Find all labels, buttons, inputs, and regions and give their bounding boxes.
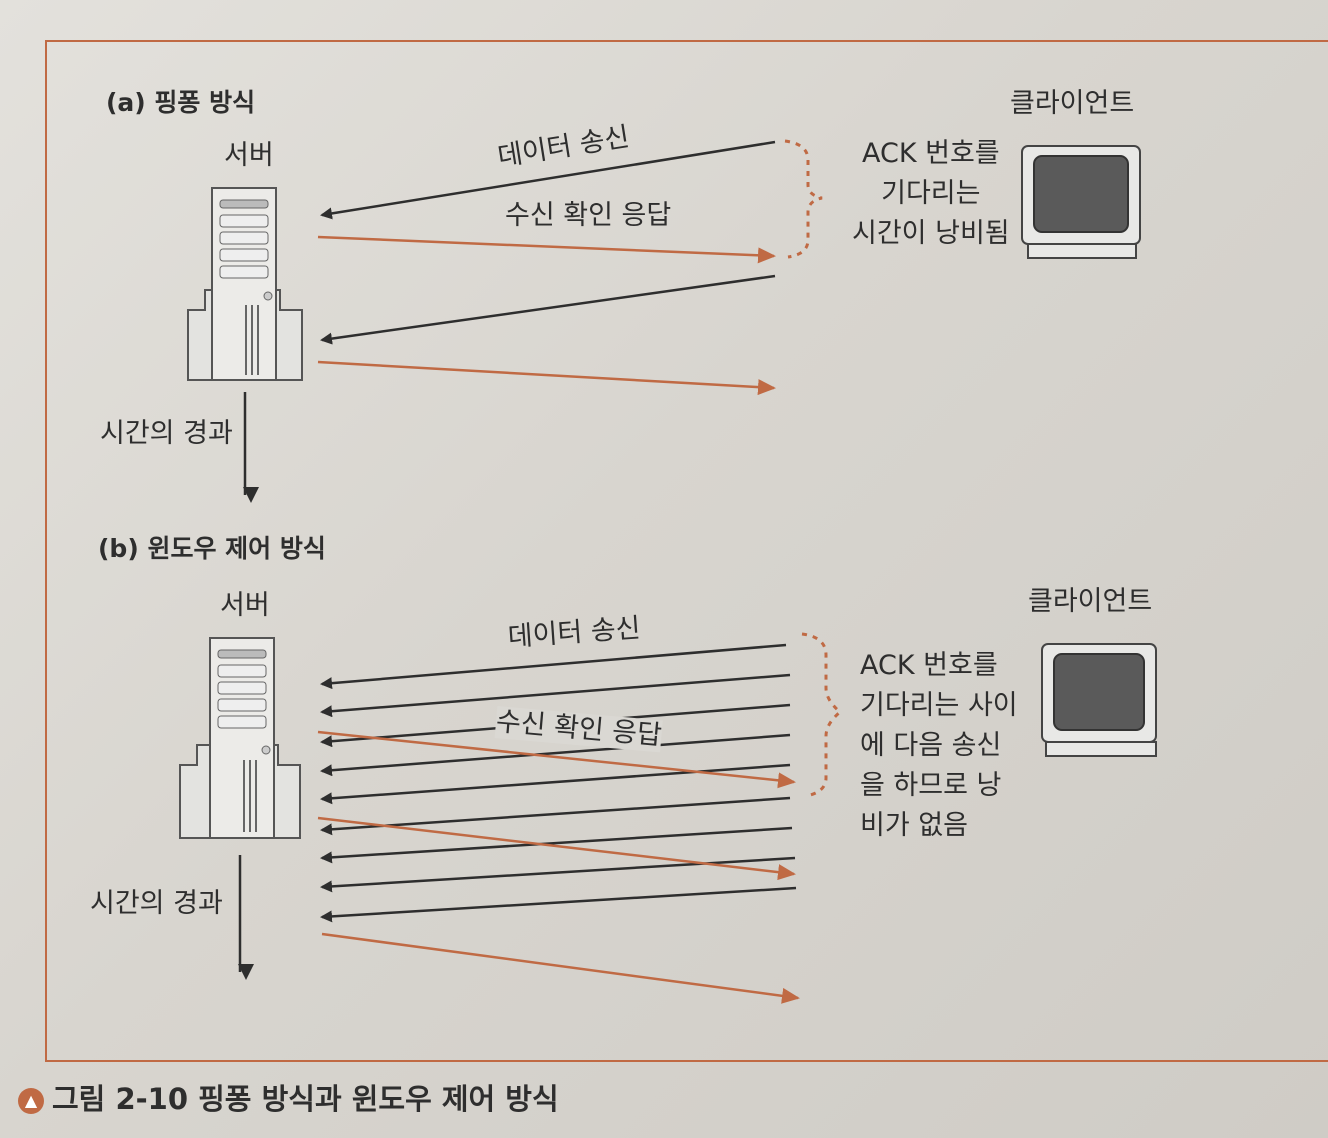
ack-label-a: 수신 확인 응답 <box>505 200 672 231</box>
wait-brace <box>801 632 843 798</box>
wait-brace <box>784 139 823 259</box>
note-b: ACK 번호를 기다리는 사이 에 다음 송신 을 하므로 낭 비가 없음 <box>860 646 1018 846</box>
data-send-arrow <box>320 673 791 718</box>
data-send-arrow <box>320 274 776 345</box>
note-b-line: 비가 없음 <box>860 810 968 841</box>
client-b-icon <box>1041 643 1157 757</box>
arrows-a <box>243 139 823 503</box>
caption-arrow-icon: ▲ <box>18 1088 44 1114</box>
time-label-b: 시간의 경과 <box>90 888 223 919</box>
data-send-arrow <box>320 886 797 923</box>
ack-arrow <box>317 730 796 789</box>
note-a-line: 시간이 낭비됨 <box>852 218 1010 249</box>
ack-arrow <box>321 932 800 1004</box>
client-b-label: 클라이언트 <box>1028 586 1153 617</box>
note-a: ACK 번호를 기다리는 시간이 낭비됨 <box>852 134 1010 254</box>
note-b-line: 기다리는 사이 <box>860 690 1018 721</box>
note-b-line: 에 다음 송신 <box>860 730 1002 761</box>
time-label-a: 시간의 경과 <box>100 418 233 449</box>
data-send-arrow <box>320 140 776 220</box>
data-send-arrow <box>320 763 791 805</box>
data-send-arrow <box>320 643 787 690</box>
section-b-title: (b) 윈도우 제어 방식 <box>98 534 326 563</box>
server-b-icon <box>179 637 301 839</box>
server-a-label: 서버 <box>224 140 274 171</box>
note-b-line: ACK 번호를 <box>860 650 998 681</box>
server-a-icon <box>187 187 303 381</box>
section-a-title: (a) 핑퐁 방식 <box>106 88 256 117</box>
ack-arrow <box>317 235 776 264</box>
server-b-label: 서버 <box>220 590 270 621</box>
ack-arrow <box>317 816 796 881</box>
note-a-line: 기다리는 <box>881 178 981 209</box>
data-send-arrow <box>320 826 793 864</box>
client-a-icon <box>1021 145 1141 259</box>
figure-frame <box>45 40 1328 1062</box>
note-b-line: 을 하므로 낭 <box>860 770 1002 801</box>
arrows-b <box>238 632 843 1004</box>
caption-text: 그림 2-10 핑퐁 방식과 윈도우 제어 방식 <box>52 1082 559 1116</box>
data-send-arrow <box>320 796 791 836</box>
note-a-line: ACK 번호를 <box>861 138 1000 169</box>
data-send-arrow <box>320 856 796 893</box>
ack-arrow <box>317 360 776 396</box>
data-send-arrow <box>320 733 791 777</box>
client-a-label: 클라이언트 <box>1010 88 1135 119</box>
figure-caption: ▲ 그림 2-10 핑퐁 방식과 윈도우 제어 방식 <box>18 1076 559 1118</box>
